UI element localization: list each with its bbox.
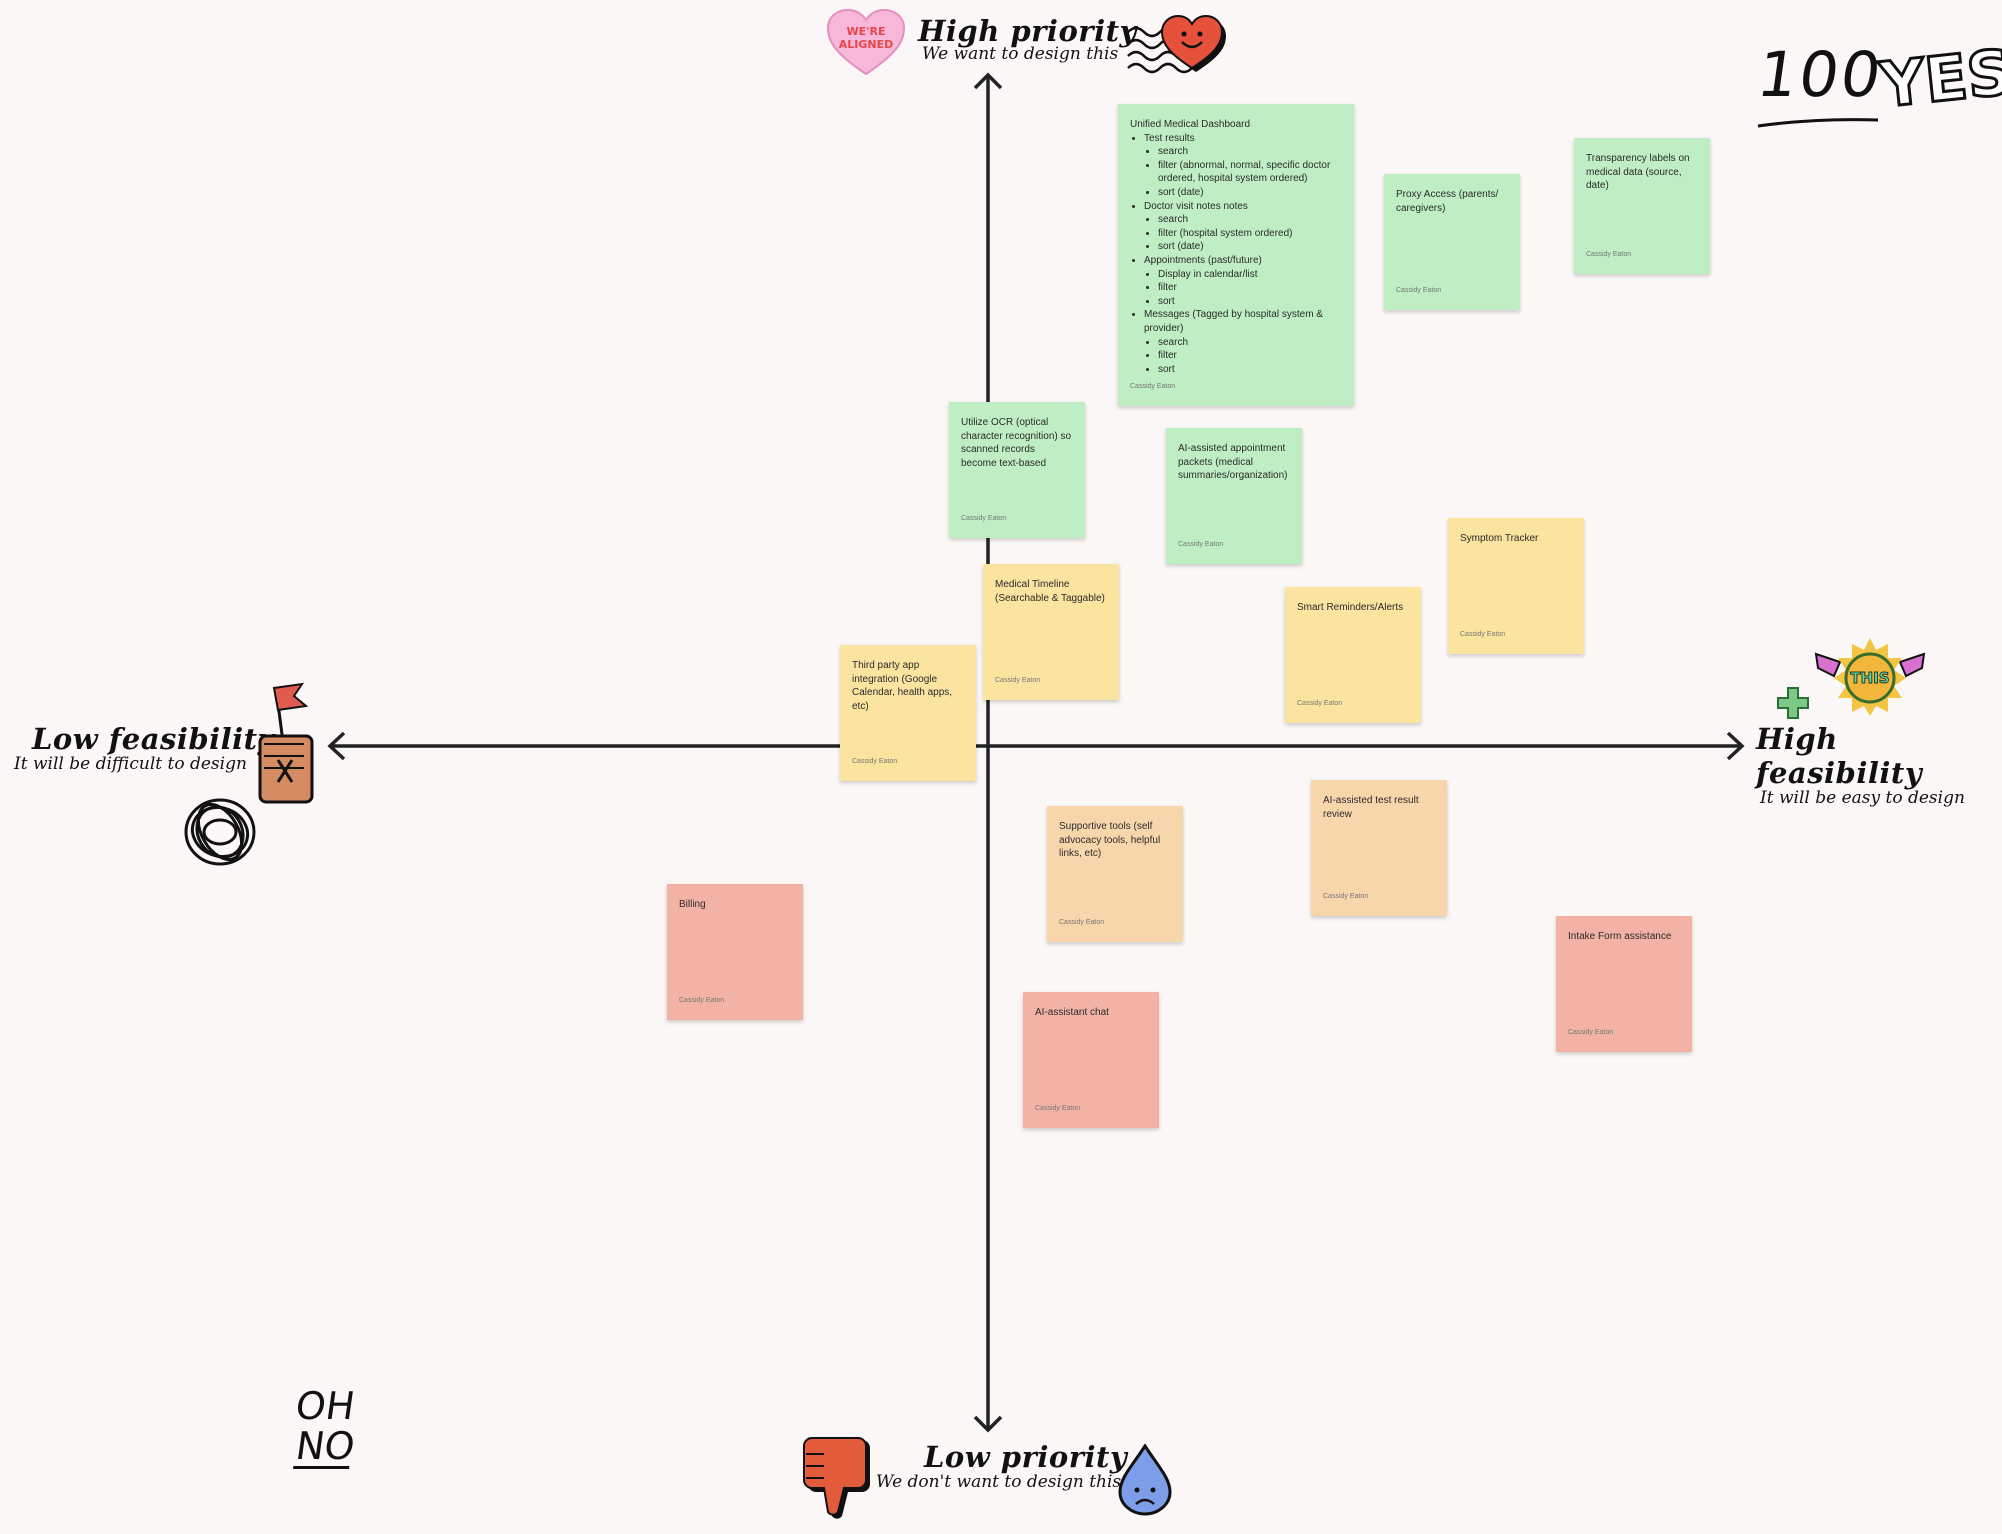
list-item: sort <box>1158 363 1342 377</box>
note-text: Proxy Access (parents/ caregivers) <box>1396 188 1508 215</box>
list-item: filter (abnormal, normal, specific docto… <box>1158 159 1342 186</box>
list-item: search <box>1158 213 1342 227</box>
note-text: Symptom Tracker <box>1460 532 1572 546</box>
sticky-note-ai-assistant-chat[interactable]: AI-assistant chat Cassidy Eaton <box>1023 992 1159 1128</box>
note-text: AI-assistant chat <box>1035 1006 1147 1020</box>
green-plus-icon[interactable] <box>1776 686 1810 720</box>
list-item: Appointments (past/future) Display in ca… <box>1144 254 1342 308</box>
oh-text: OH <box>293 1386 357 1426</box>
note-text: Medical Timeline (Searchable & Taggable) <box>995 578 1107 605</box>
note-author: Cassidy Eaton <box>679 994 724 1008</box>
left-axis-label: Low feasibility It will be difficult to … <box>14 722 275 774</box>
note-author: Cassidy Eaton <box>1586 248 1631 262</box>
note-author: Cassidy Eaton <box>852 755 897 769</box>
note-author: Cassidy Eaton <box>1130 380 1175 394</box>
sticky-note-ai-test-review[interactable]: AI-assisted test result review Cassidy E… <box>1311 780 1447 916</box>
note-text: Transparency labels on medical data (sou… <box>1586 152 1698 193</box>
note-text: AI-assisted appointment packets (medical… <box>1178 442 1290 483</box>
low-priority-title: Low priority <box>924 1440 1127 1474</box>
sticky-note-billing[interactable]: Billing Cassidy Eaton <box>667 884 803 1020</box>
list-item: sort (date) <box>1158 240 1342 254</box>
sticky-note-transparency-labels[interactable]: Transparency labels on medical data (sou… <box>1574 138 1710 274</box>
sticky-note-ai-appointment-packets[interactable]: AI-assisted appointment packets (medical… <box>1166 428 1302 564</box>
hundred-yes-sticker[interactable]: 100 YES <box>1756 38 1996 138</box>
underline-stroke <box>1756 116 1886 130</box>
sticky-note-proxy-access[interactable]: Proxy Access (parents/ caregivers) Cassi… <box>1384 174 1520 310</box>
high-feasibility-title: High feasibility <box>1756 722 2002 790</box>
list-item: Doctor visit notes notes searchfilter (h… <box>1144 200 1342 254</box>
this-badge-text: THIS <box>1848 669 1892 687</box>
note-author: Cassidy Eaton <box>1035 1102 1080 1116</box>
note-author: Cassidy Eaton <box>1059 916 1104 930</box>
aligned-heart-text: WE'RE ALIGNED <box>838 25 894 51</box>
yes-word: YES <box>1877 35 2002 121</box>
smiling-heart-icon[interactable] <box>1126 14 1236 76</box>
list-item: filter <box>1158 281 1342 295</box>
list-item: search <box>1158 145 1342 159</box>
top-axis-label: High priority We want to design this <box>918 14 1137 64</box>
list-item: sort <box>1158 295 1342 309</box>
thumbs-down-icon[interactable] <box>802 1436 876 1522</box>
list-item: Display in calendar/list <box>1158 268 1342 282</box>
list-item: search <box>1158 336 1342 350</box>
raised-fist-flag-icon[interactable] <box>250 680 330 806</box>
low-priority-subtitle: We don't want to design this <box>876 1472 1127 1492</box>
note-text: Smart Reminders/Alerts <box>1297 601 1409 615</box>
sticky-note-unified-dashboard[interactable]: Unified Medical Dashboard Test results s… <box>1118 104 1354 406</box>
oh-no-sticker[interactable]: OH NO <box>296 1386 354 1469</box>
note-text: Supportive tools (self advocacy tools, h… <box>1059 820 1171 861</box>
no-text: NO <box>293 1426 355 1469</box>
sticky-note-medical-timeline[interactable]: Medical Timeline (Searchable & Taggable)… <box>983 564 1119 700</box>
note-text: AI-assisted test result review <box>1323 794 1435 821</box>
this-badge-sticker[interactable]: THIS <box>1814 636 1926 716</box>
hundred-number: 100 <box>1753 38 1888 111</box>
note-author: Cassidy Eaton <box>1460 628 1505 642</box>
sticky-note-supportive-tools[interactable]: Supportive tools (self advocacy tools, h… <box>1047 806 1183 942</box>
sad-water-drop-icon[interactable] <box>1116 1444 1174 1516</box>
list-item: filter <box>1158 349 1342 363</box>
note-title: Unified Medical Dashboard <box>1130 118 1342 132</box>
low-feasibility-subtitle: It will be difficult to design <box>14 754 275 774</box>
sticky-note-smart-reminders[interactable]: Smart Reminders/Alerts Cassidy Eaton <box>1285 587 1421 723</box>
list-item: sort (date) <box>1158 186 1342 200</box>
list-item: Messages (Tagged by hospital system & pr… <box>1144 308 1342 376</box>
note-text: Utilize OCR (optical character recogniti… <box>961 416 1073 470</box>
sticky-note-third-party-integration[interactable]: Third party app integration (Google Cale… <box>840 645 976 781</box>
aligned-candy-heart-sticker[interactable]: WE'RE ALIGNED <box>826 8 906 78</box>
note-author: Cassidy Eaton <box>1323 890 1368 904</box>
note-author: Cassidy Eaton <box>961 512 1006 526</box>
sticky-note-ocr[interactable]: Utilize OCR (optical character recogniti… <box>949 402 1085 538</box>
bottom-axis-label: Low priority We don't want to design thi… <box>876 1440 1127 1492</box>
note-text: Intake Form assistance <box>1568 930 1680 944</box>
sticky-note-symptom-tracker[interactable]: Symptom Tracker Cassidy Eaton <box>1448 518 1584 654</box>
dashboard-feature-list: Test results searchfilter (abnormal, nor… <box>1130 132 1342 377</box>
high-priority-subtitle: We want to design this <box>922 44 1137 64</box>
right-axis-label: High feasibility It will be easy to desi… <box>1756 722 2002 808</box>
list-item: Test results searchfilter (abnormal, nor… <box>1144 132 1342 200</box>
list-item: filter (hospital system ordered) <box>1158 227 1342 241</box>
high-feasibility-subtitle: It will be easy to design <box>1760 788 2002 808</box>
scribble-doodle-icon[interactable] <box>180 792 260 872</box>
low-feasibility-title: Low feasibility <box>32 722 275 756</box>
sticky-note-intake-form[interactable]: Intake Form assistance Cassidy Eaton <box>1556 916 1692 1052</box>
note-author: Cassidy Eaton <box>1178 538 1223 552</box>
note-author: Cassidy Eaton <box>995 674 1040 688</box>
note-author: Cassidy Eaton <box>1568 1026 1613 1040</box>
note-author: Cassidy Eaton <box>1396 284 1441 298</box>
note-author: Cassidy Eaton <box>1297 697 1342 711</box>
note-text: Billing <box>679 898 791 912</box>
note-text: Third party app integration (Google Cale… <box>852 659 964 713</box>
high-priority-title: High priority <box>918 14 1137 48</box>
